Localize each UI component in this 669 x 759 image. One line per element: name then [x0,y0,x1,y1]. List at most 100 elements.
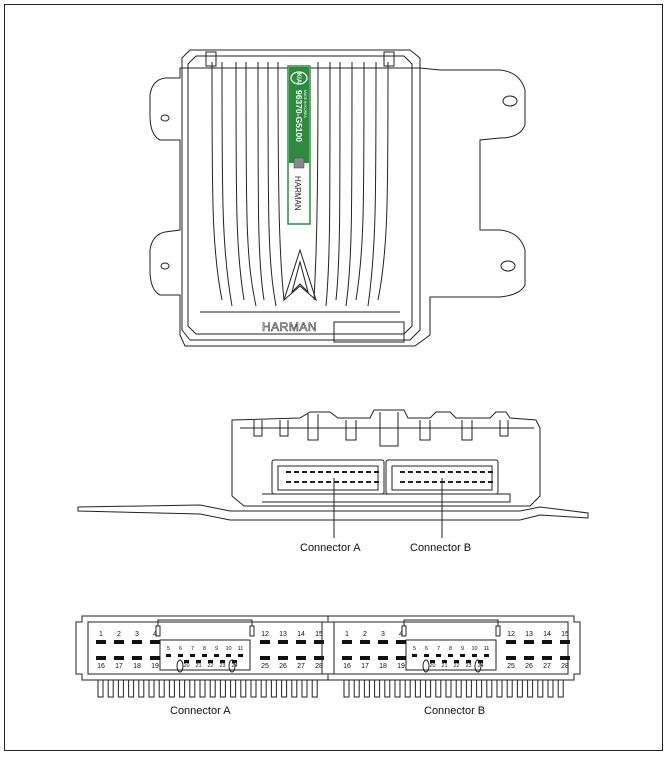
side-pin [408,481,413,483]
terminal-leg-b [404,679,411,698]
terminal-leg-b [527,679,534,698]
pin-contact-a [278,656,288,660]
terminal-leg-b [486,679,493,698]
pin-number-b: 18 [379,663,387,670]
side-pin [366,471,371,473]
pin-number-a: 9 [215,646,218,652]
pinout-label-connector-b: Connector B [424,705,486,717]
pin-contact-b [460,654,465,657]
pin-contact-a [314,640,324,644]
pin-contact-a [238,654,243,657]
mounting-hole [160,114,170,122]
side-pin [400,471,405,473]
pin-number-b: 23 [465,663,471,669]
side-pin [432,481,437,483]
terminal-leg-b [506,679,513,698]
side-pin [294,481,299,483]
side-pin [456,471,461,473]
terminal-leg-a [158,679,165,698]
pin-contact-a [232,660,237,663]
terminal-leg-a [138,679,145,698]
pin-contact-b [442,660,447,663]
pin-contact-a [96,656,106,660]
pin-contact-b [466,660,471,663]
terminal-leg-a [281,679,288,698]
pin-contact-b [436,654,441,657]
terminal-leg-a [117,679,124,698]
side-pin [294,471,299,473]
terminal-leg-b [496,679,503,698]
terminal-leg-a [107,679,114,698]
side-pin [416,471,421,473]
terminal-leg-a [219,679,226,698]
terminal-leg-a [148,679,155,698]
pin-contact-a [150,656,160,660]
side-pin [448,471,453,473]
pin-contact-a [202,654,207,657]
side-bracket [77,504,589,521]
side-pin [286,471,291,473]
terminal-leg-a [179,679,186,698]
side-pin [310,481,315,483]
side-pin [326,481,331,483]
side-pin [334,481,339,483]
terminal-leg-a [291,679,298,698]
pinout-label-connector-a: Connector A [170,705,231,717]
pin-contact-a [178,654,183,657]
side-pin [456,481,461,483]
pin-number-b: 8 [449,646,452,652]
terminal-leg-a [128,679,135,698]
side-pin [342,471,347,473]
pin-number-b: 25 [507,663,515,670]
pin-number-b: 26 [525,663,533,670]
label-side-brand: HARMAN [293,176,302,211]
pin-contact-b [506,640,516,644]
pin-number-b: 7 [437,646,440,652]
pin-contact-a [208,660,213,663]
embossed-brand: HARMAN [262,320,317,334]
side-pin [374,481,379,483]
terminal-leg-a [209,679,216,698]
pin-contact-a [296,656,306,660]
pin-number-a: 12 [261,631,269,638]
pin-number-b: 3 [381,631,385,638]
pin-number-a: 14 [297,631,305,638]
pin-number-b: 2 [363,631,367,638]
pin-number-a: 5 [167,646,170,652]
side-pin [432,471,437,473]
side-pin [334,471,339,473]
pin-contact-b [560,640,570,644]
pin-contact-b [448,654,453,657]
pin-contact-b [360,656,370,660]
pin-number-a: 24 [231,663,237,669]
pin-number-b: 28 [561,663,569,670]
terminal-leg-a [240,679,247,698]
terminal-leg-a [230,679,237,698]
mounting-hole [500,260,516,272]
side-pin [318,471,323,473]
terminal-leg-b [465,679,472,698]
side-pin [424,481,429,483]
terminal-leg-b [394,679,401,698]
pin-number-a: 8 [203,646,206,652]
pin-contact-b [396,656,406,660]
side-pin [472,481,477,483]
pin-number-a: 10 [225,646,231,652]
pin-contact-a [220,660,225,663]
terminal-leg-a [270,679,277,698]
pin-contact-b [454,660,459,663]
pin-contact-b [424,654,429,657]
pin-contact-b [342,640,352,644]
pin-number-b: 17 [361,663,369,670]
terminal-leg-b [547,679,554,698]
side-pin [302,481,307,483]
pin-number-a: 28 [315,663,323,670]
diagram-frame [4,4,663,751]
label-small-text: MADE IN KOREA [303,90,307,118]
side-pin [488,481,493,483]
arrow-emboss [282,248,318,302]
pin-number-a: 1 [99,631,103,638]
